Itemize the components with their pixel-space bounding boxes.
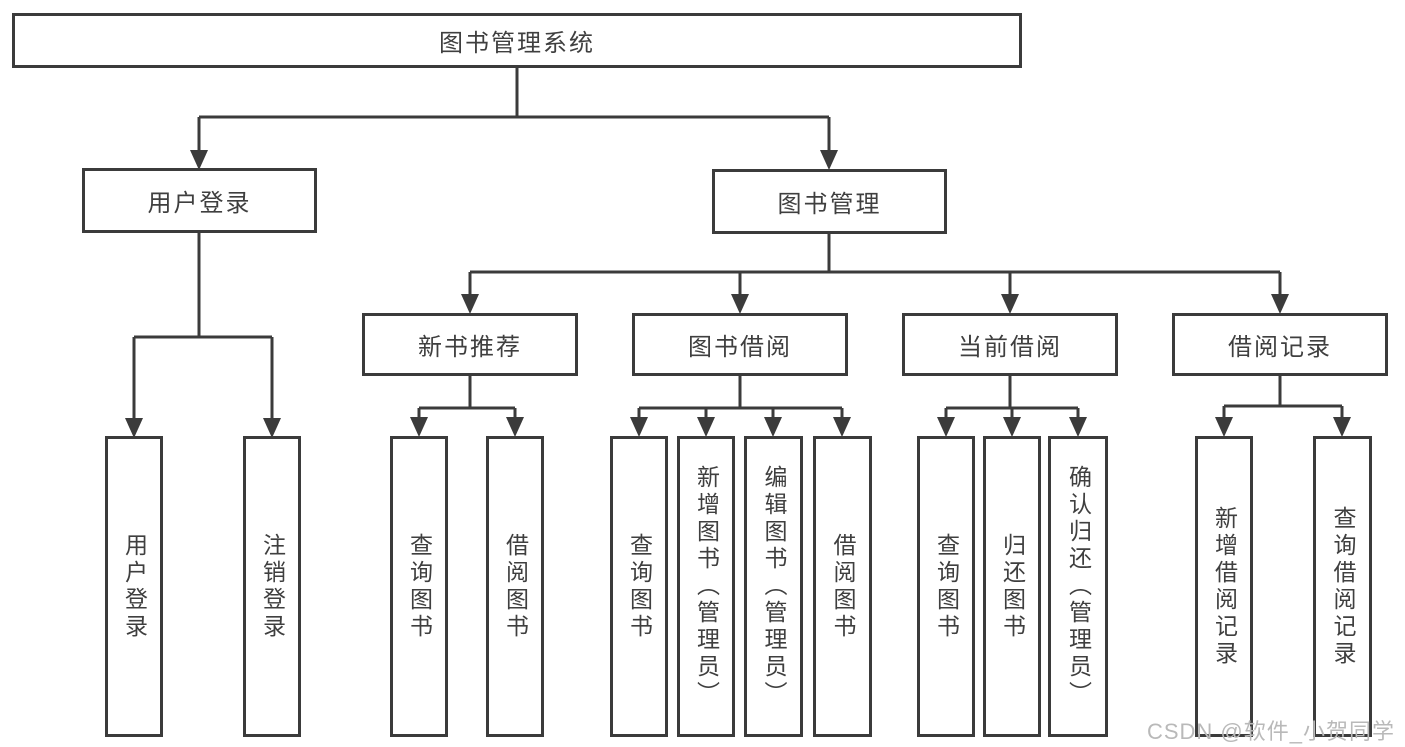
connector-new-book-recommend-children bbox=[410, 376, 524, 437]
leaf-add-books-admin: 新增图书（管理员） bbox=[677, 436, 735, 737]
node-current-borrow-label: 当前借阅 bbox=[958, 334, 1062, 361]
leaf-user-login: 用户登录 bbox=[105, 436, 163, 737]
connector-borrow-records-children bbox=[1215, 376, 1351, 437]
node-new-book-recommend: 新书推荐 bbox=[362, 313, 578, 376]
leaf-query-books-borrow: 查询图书 bbox=[610, 436, 668, 737]
connector-book-management-children bbox=[461, 234, 1289, 314]
node-borrow-records-label: 借阅记录 bbox=[1228, 334, 1332, 361]
node-book-borrow: 图书借阅 bbox=[632, 313, 848, 376]
leaf-confirm-return-admin: 确认归还（管理员） bbox=[1048, 436, 1108, 737]
connector-current-borrow-children bbox=[937, 376, 1087, 437]
leaf-borrow-books-recommend: 借阅图书 bbox=[486, 436, 544, 737]
node-book-management: 图书管理 bbox=[712, 169, 947, 234]
leaf-add-borrow-record: 新增借阅记录 bbox=[1195, 436, 1253, 737]
leaf-edit-books-admin: 编辑图书（管理员） bbox=[744, 436, 803, 737]
leaf-logout: 注销登录 bbox=[243, 436, 301, 737]
leaf-query-borrow-record: 查询借阅记录 bbox=[1313, 436, 1372, 737]
leaf-borrow-books: 借阅图书 bbox=[813, 436, 872, 737]
node-user-login: 用户登录 bbox=[82, 168, 317, 233]
node-root: 图书管理系统 bbox=[12, 13, 1022, 68]
node-user-login-label: 用户登录 bbox=[147, 190, 252, 217]
node-new-book-recommend-label: 新书推荐 bbox=[418, 334, 522, 361]
node-book-management-label: 图书管理 bbox=[777, 191, 882, 218]
node-current-borrow: 当前借阅 bbox=[902, 313, 1118, 376]
node-root-label: 图书管理系统 bbox=[439, 30, 595, 57]
node-book-borrow-label: 图书借阅 bbox=[688, 334, 792, 361]
leaf-return-books: 归还图书 bbox=[983, 436, 1041, 737]
connector-user-login-children bbox=[125, 233, 281, 438]
watermark: CSDN @软件_小贺同学 bbox=[1146, 719, 1395, 744]
leaf-query-books-current: 查询图书 bbox=[917, 436, 975, 737]
node-borrow-records: 借阅记录 bbox=[1172, 313, 1388, 376]
connector-book-borrow-children bbox=[630, 376, 851, 437]
leaf-query-books-recommend: 查询图书 bbox=[390, 436, 448, 737]
connector-root-to-level2 bbox=[190, 68, 838, 170]
